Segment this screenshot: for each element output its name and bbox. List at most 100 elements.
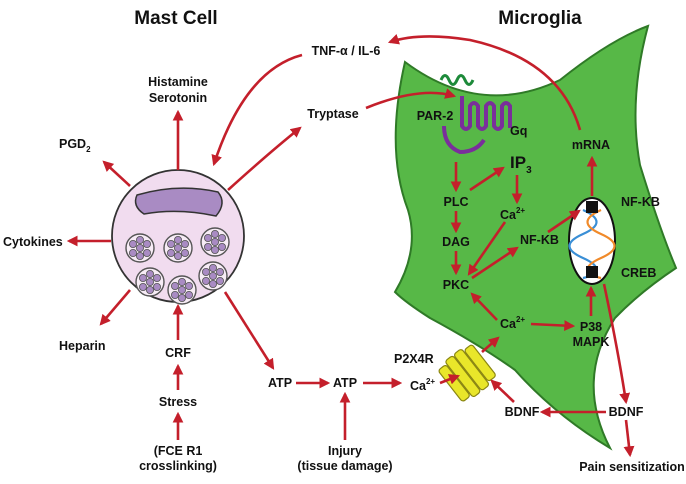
granule-vesicle [145,285,154,294]
label-ca-b: Ca2+ [500,315,525,331]
label-serotonin: Serotonin [149,91,207,105]
label-pain-sensitization: Pain sensitization [579,460,685,474]
label-mrna: mRNA [572,138,610,152]
arrow-to-tryptase [227,126,302,191]
label-atp-2: ATP [333,376,357,390]
nucleus [568,197,616,285]
granule-vesicle [173,235,182,244]
label-mapk: MAPK [573,335,610,349]
creb-binding-box [586,266,598,278]
granule-vesicle [208,279,217,288]
granule-vesicle [215,267,224,276]
ligand-squiggle [439,74,475,86]
arrow-ca-b-to-pkc [470,292,498,321]
granule-vesicle [210,229,219,238]
arrow-plc-to-ip3 [469,166,505,192]
granule-vesicle [128,239,137,248]
label-p38: P38 [580,320,602,334]
arrow-pkc-to-nfkb [471,246,519,280]
granule-vesicle [128,248,137,257]
granule-vesicle [138,273,147,282]
label-ip3: IP3 [510,153,532,176]
arrow-tnf-to-mast [211,53,303,167]
label-fce-line2: crosslinking) [139,459,217,473]
granule-vesicle [201,267,210,276]
label-nfkb-nucleus: NF-KB [621,195,660,209]
arrow-to-pgd [102,160,131,187]
label-histamine: Histamine [148,75,208,89]
granule-vesicle [180,239,189,248]
mast-cell [111,169,245,305]
granule-vesicle [138,282,147,291]
arrow-channel-to-ca [481,336,500,353]
granule-vesicle [142,239,151,248]
p2x4r-channel [438,344,496,402]
label-creb: CREB [621,266,656,280]
granule-vesicle [173,243,182,252]
label-par2: PAR-2 [417,109,454,123]
granule-vesicle [177,285,186,294]
granule-vesicle [170,290,179,299]
granule-vesicle [152,273,161,282]
label-p2x4r: P2X4R [394,352,434,366]
label-dag: DAG [442,235,470,249]
label-tnf-il6: TNF-α / IL-6 [312,44,381,58]
label-plc: PLC [444,195,469,209]
label-fce-line1: (FCE R1 [154,444,203,458]
granule-vesicle [166,248,175,257]
label-tryptase: Tryptase [307,107,358,121]
label-ca-outside: Ca2+ [410,377,435,393]
label-gq: Gq [510,124,527,138]
granule-vesicle [215,276,224,285]
par2-receptor [460,96,512,131]
arrow-ca-to-p38 [530,320,576,332]
label-ca-a: Ca2+ [500,206,525,222]
granule-vesicle [180,248,189,257]
granule-vesicle [166,239,175,248]
arrow-bdnf-to-channel [490,379,515,403]
granule-vesicle [210,237,219,246]
microglia-title: Microglia [498,8,582,29]
granule-vesicle [142,248,151,257]
granule-vesicle [217,233,226,242]
label-crf: CRF [165,346,191,360]
granule-vesicle [170,281,179,290]
label-tissue-damage: (tissue damage) [297,459,392,473]
granule-vesicle [145,277,154,286]
label-heparin: Heparin [59,339,106,353]
granule-vesicle [135,235,144,244]
granule-vesicle [210,245,219,254]
arrow-nucleus-to-bdnf [602,283,631,405]
arrow-to-heparin [99,289,131,326]
granule-vesicle [135,243,144,252]
granule-vesicle [173,251,182,260]
granule-vesicle [145,269,154,278]
label-pgd: PGD2 [59,137,91,154]
granule-vesicle [152,282,161,291]
label-cytokines: Cytokines [3,235,63,249]
arrow-tryptase-to-par2 [365,88,457,110]
label-stress: Stress [159,395,197,409]
label-bdnf-inner: BDNF [505,405,540,419]
gq-protein [442,125,486,155]
label-nfkb-inner: NF-KB [520,233,559,247]
mast-cell-title: Mast Cell [134,8,217,29]
label-bdnf-outer: BDNF [609,405,644,419]
mast-cell-nucleus [134,187,223,217]
granule-vesicle [217,242,226,251]
granule-vesicle [177,293,186,302]
granule-vesicle [184,281,193,290]
arrow-ca-into-channel [439,374,461,385]
arrow-bdnf-to-pain [623,419,635,458]
arrow-mrna-to-tnf [387,34,582,131]
granule-vesicle [135,251,144,260]
granule-vesicle [208,271,217,280]
granule-vesicle [203,242,212,251]
arrow-to-atp [223,291,275,370]
granule-vesicle [177,277,186,286]
label-atp-1: ATP [268,376,292,390]
arrow-nfkb-to-nucleus [547,209,581,234]
granule-vesicle [203,233,212,242]
